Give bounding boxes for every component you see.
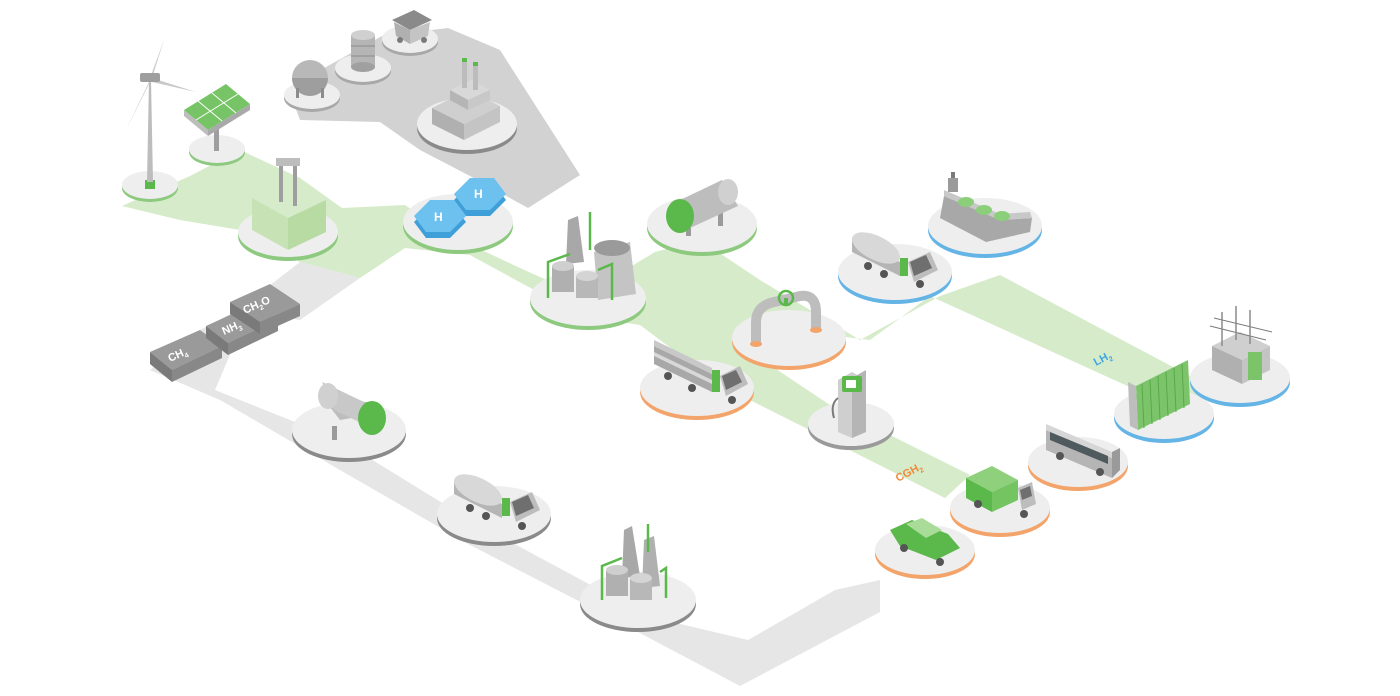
tube-trailer-icon xyxy=(654,340,748,404)
ch2o-block: CH2O xyxy=(230,284,300,334)
car-node xyxy=(875,518,975,579)
storage-tank-node xyxy=(647,179,757,256)
gas-sphere-icon xyxy=(292,60,328,98)
truck-node xyxy=(950,466,1050,537)
lh2-truck-node xyxy=(838,232,952,304)
carrier-tank-node xyxy=(292,382,406,462)
tanker-truck-icon xyxy=(454,474,540,530)
substation-node xyxy=(1190,306,1290,407)
car-icon xyxy=(890,518,960,566)
storage-tank-icon xyxy=(666,179,738,236)
fuel-dispenser-icon xyxy=(831,370,866,438)
truck-icon xyxy=(966,466,1036,518)
heat-exchanger-icon xyxy=(1128,360,1190,430)
substation-icon xyxy=(1209,306,1273,384)
bus-icon xyxy=(1046,424,1120,478)
refinery-icon xyxy=(600,524,668,600)
electrolyzer-node xyxy=(238,158,338,261)
barrel-icon xyxy=(351,30,375,72)
wind-turbine-node xyxy=(122,40,196,202)
tube-trailer-node xyxy=(640,340,754,420)
carrier-labels: CH4 NH3 CH2O xyxy=(150,284,300,382)
refinery-node xyxy=(580,524,696,632)
solar-panel-icon xyxy=(184,84,250,151)
hydrogen-h-left: H xyxy=(434,210,443,224)
nh3-label: NH3 xyxy=(220,319,244,340)
power-plant-node xyxy=(417,58,517,154)
solar-panel-node xyxy=(184,84,250,166)
electrolyzer-icon xyxy=(252,158,326,250)
green-path-main xyxy=(122,150,1220,498)
cooling-fins-node xyxy=(1114,360,1214,443)
tanker-ship-icon xyxy=(940,172,1032,242)
wind-turbine-icon xyxy=(126,40,196,189)
tanker-truck-icon xyxy=(852,232,938,288)
hydrogen-molecule-icon: H H xyxy=(414,178,506,238)
chemical-plant-node xyxy=(530,212,646,330)
coal-cart-node xyxy=(382,10,438,56)
coal-cart-icon xyxy=(392,10,432,44)
pipeline-valve-icon xyxy=(750,289,822,347)
ch4-label: CH4 xyxy=(166,346,190,367)
carrier-truck-node xyxy=(437,474,551,546)
nodes: H H xyxy=(122,10,1290,632)
storage-tank-icon xyxy=(318,382,386,440)
power-plant-icon xyxy=(432,58,500,140)
pipeline-node xyxy=(732,289,846,370)
hydrogen-node: H H xyxy=(403,178,513,254)
ch4-block: CH4 xyxy=(150,330,222,382)
fuel-dispenser-node xyxy=(808,370,894,450)
bus-node xyxy=(1028,424,1128,491)
lh2-ship-node xyxy=(928,172,1042,258)
oil-barrel-node xyxy=(335,30,391,85)
carrier-path xyxy=(150,262,880,686)
chemical-plant-icon xyxy=(546,212,636,300)
gas-sphere-node xyxy=(284,60,340,112)
hydrogen-h-right: H xyxy=(474,187,483,201)
